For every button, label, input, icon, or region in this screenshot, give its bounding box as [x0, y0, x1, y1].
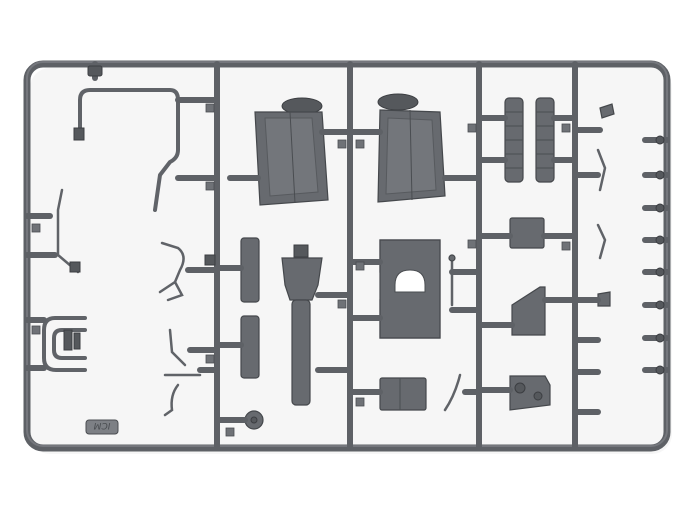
- small-hook-parts: [572, 103, 615, 415]
- block-part: [476, 217, 578, 249]
- panel-part-right: [347, 93, 482, 203]
- rod-parts: [214, 237, 260, 379]
- maker-logo-tab: ICM: [85, 419, 119, 435]
- manifold-part: [24, 316, 87, 372]
- wedge-part: [476, 286, 578, 336]
- panel-part-left: [227, 97, 353, 206]
- pin-parts: [443, 254, 482, 412]
- bent-rod-part: [24, 188, 81, 274]
- piston-part: [281, 244, 353, 406]
- edge-pin-parts: [642, 135, 670, 375]
- exhaust-pipe-part: [73, 88, 220, 212]
- box-part: [347, 377, 427, 411]
- fork-part: [158, 241, 220, 302]
- svg-text:ICM: ICM: [93, 420, 110, 430]
- saddle-plate-part: [347, 239, 441, 339]
- part-number-tags: [31, 103, 571, 437]
- linkage-part: [163, 328, 220, 417]
- disc-part: [214, 410, 264, 430]
- bracket-part: [476, 375, 551, 411]
- finned-cylinder-parts: [476, 97, 578, 183]
